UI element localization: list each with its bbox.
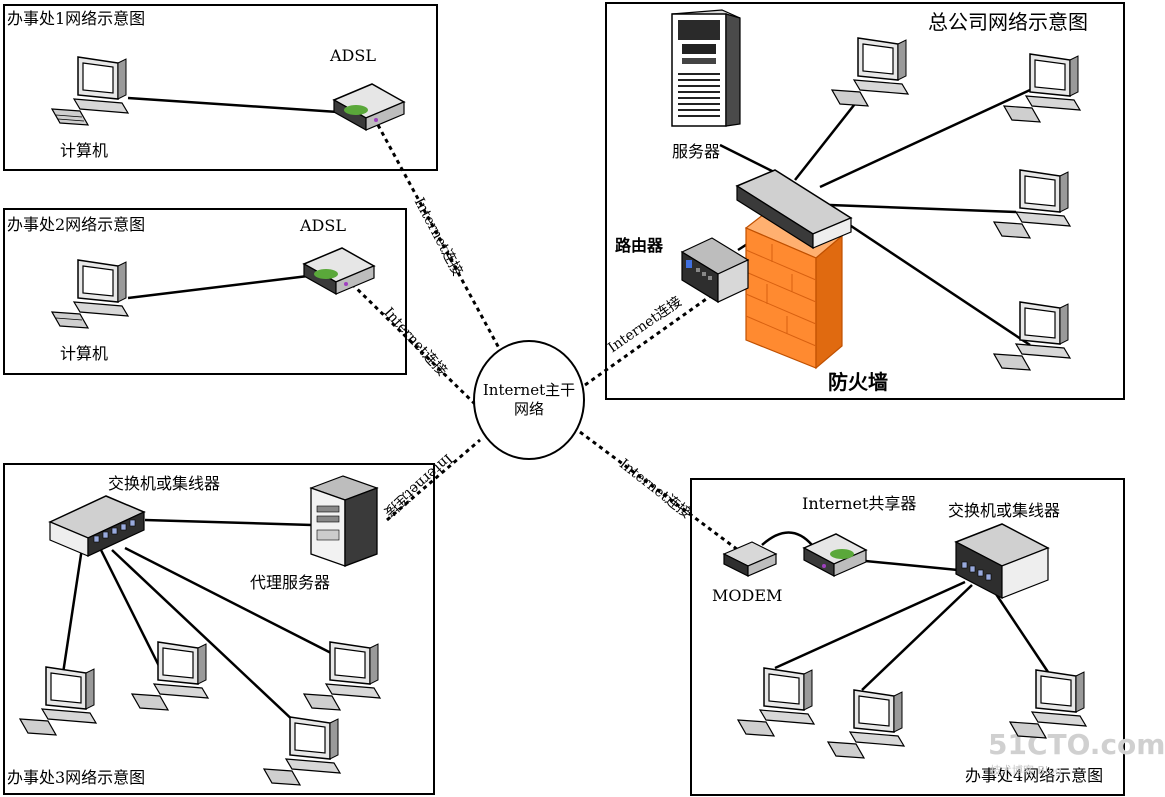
internet-sharer-icon	[802, 533, 868, 577]
office4-switch-label: 交换机或集线器	[948, 501, 1061, 520]
adsl-modem-icon	[332, 83, 406, 132]
office3-proxy-label: 代理服务器	[250, 573, 331, 592]
computer-icon	[18, 666, 98, 736]
office4-box	[690, 478, 1125, 796]
office4-title: 办事处4网络示意图	[965, 766, 1104, 785]
computer-icon	[736, 667, 816, 737]
hq-router-label: 路由器	[615, 236, 664, 255]
hq-title: 总公司网络示意图	[928, 10, 1088, 34]
server-tower-icon	[671, 9, 741, 127]
router-icon	[680, 237, 750, 304]
modem-icon	[722, 541, 778, 577]
computer-icon	[262, 716, 342, 786]
computer-icon	[302, 641, 382, 711]
proxy-server-icon	[309, 475, 379, 567]
computer-icon	[992, 169, 1072, 239]
office4-sharer-label: Internet共享器	[802, 494, 917, 513]
office1-adsl-label: ADSL	[330, 46, 376, 65]
internet-backbone-circle: Internet主干 网络	[473, 340, 585, 460]
office1-computer-label: 计算机	[60, 141, 109, 160]
hub-label-line1: Internet主干	[482, 380, 576, 399]
computer-icon	[992, 301, 1072, 371]
computer-icon	[50, 259, 130, 329]
hq-server-label: 服务器	[672, 142, 721, 161]
office2-computer-label: 计算机	[60, 344, 109, 363]
office3-switch-label: 交换机或集线器	[108, 474, 221, 493]
switch-hub-icon	[954, 523, 1050, 599]
computer-icon	[826, 689, 906, 759]
office2-title: 办事处2网络示意图	[7, 215, 146, 234]
computer-icon	[1008, 669, 1088, 739]
hq-firewall-label: 防火墙	[828, 370, 888, 394]
computer-icon	[1002, 53, 1082, 123]
office4-modem-label: MODEM	[712, 586, 783, 605]
connection-lines	[60, 88, 1050, 726]
office1-title: 办事处1网络示意图	[7, 9, 146, 28]
watermark-sub: 技术博客 Blog	[990, 764, 1062, 777]
adsl-modem-icon	[302, 247, 376, 296]
computer-icon	[130, 641, 210, 711]
computer-icon	[830, 37, 910, 107]
hub-label-line2: 网络	[513, 400, 544, 418]
switch-hub-icon	[48, 495, 146, 557]
office3-title: 办事处3网络示意图	[7, 768, 146, 787]
computer-icon	[50, 56, 130, 126]
office2-adsl-label: ADSL	[300, 216, 346, 235]
switch-icon	[735, 169, 853, 250]
